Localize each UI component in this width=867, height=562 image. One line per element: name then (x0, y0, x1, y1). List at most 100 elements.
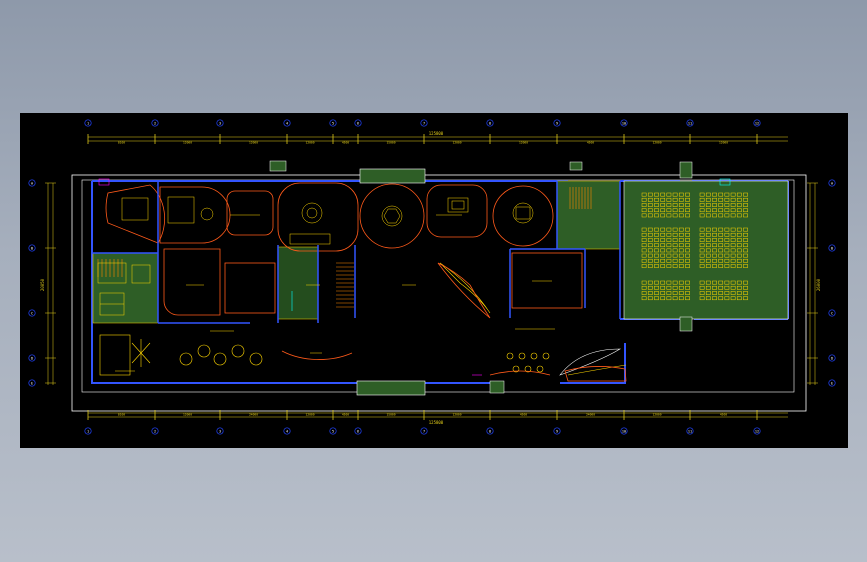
grid-bubble (828, 244, 836, 252)
right-total-dimension: 26000 (816, 278, 821, 291)
auditorium-seat (699, 248, 705, 253)
auditorium-seat (736, 203, 742, 207)
auditorium-seat (736, 238, 742, 242)
auditorium-seat (660, 258, 666, 263)
auditorium-seat (672, 238, 678, 242)
auditorium-seat (666, 285, 672, 290)
grid-bubble (28, 309, 36, 317)
auditorium-seat (705, 264, 711, 268)
auditorium-seat (712, 208, 717, 213)
auditorium-seat (641, 227, 647, 232)
entrance-canopy-bottom (356, 380, 426, 396)
grid-bubble (486, 119, 494, 127)
grid-bubble-label: C (31, 311, 33, 315)
middle-rooms (163, 248, 583, 360)
auditorium-seat (666, 227, 672, 232)
dimension-segment-label: 12000 (452, 413, 461, 417)
auditorium-seat (666, 203, 672, 207)
auditorium-seat (672, 203, 678, 207)
auditorium-seat (666, 197, 672, 202)
auditorium-seat (647, 253, 653, 258)
grid-bubble-label: E (831, 381, 833, 385)
auditorium-seat (641, 192, 647, 197)
auditorium-seat (712, 213, 717, 218)
auditorium-seat (666, 192, 672, 197)
dimension-segment-label: 8100 (118, 413, 125, 417)
auditorium-seat (672, 213, 678, 218)
grid-bubble (151, 427, 159, 435)
auditorium-seat (712, 253, 717, 258)
auditorium-seat (743, 197, 748, 202)
round-room-5 (359, 183, 425, 249)
dimension-segment-label: 12000 (249, 141, 258, 145)
dimension-segment-label: 4500 (342, 141, 349, 145)
auditorium-seat (705, 258, 711, 263)
auditorium-seat (666, 232, 672, 237)
auditorium-seat (730, 285, 736, 290)
site-boundary (71, 174, 807, 412)
auditorium-seat (685, 253, 690, 258)
grid-bubble-label: 10 (622, 121, 626, 125)
auditorium-seat (672, 192, 678, 197)
auditorium-seat (712, 280, 717, 285)
auditorium-seat (647, 208, 653, 213)
auditorium-seat (724, 253, 730, 258)
auditorium-seat (730, 296, 736, 301)
grid-bubble (84, 427, 92, 435)
auditorium-seat (685, 296, 690, 301)
auditorium-seat (654, 264, 659, 268)
auditorium-seat (743, 203, 748, 207)
grid-bubble-label: 2 (154, 121, 156, 125)
auditorium-seat (678, 197, 684, 202)
small-green-bottom-left (489, 380, 505, 394)
top-dimension-lines (88, 136, 788, 142)
auditorium-seat (641, 248, 647, 253)
auditorium-seat (685, 232, 690, 237)
auditorium-seat (654, 248, 659, 253)
auditorium-seat (724, 264, 730, 268)
auditorium-seating (641, 192, 748, 301)
auditorium-seat (666, 238, 672, 242)
auditorium-seat (712, 291, 717, 295)
auditorium-seat (712, 197, 717, 202)
auditorium-seat (672, 232, 678, 237)
grid-bubble (329, 427, 337, 435)
auditorium-seat (712, 192, 717, 197)
auditorium-seat (736, 253, 742, 258)
grid-bubble (828, 354, 836, 362)
annotation-marks (115, 214, 555, 372)
auditorium-seat (724, 227, 730, 232)
grid-bubble (151, 119, 159, 127)
grid-bubble-label: 11 (688, 429, 692, 433)
auditorium-seat (699, 208, 705, 213)
auditorium-seat (699, 203, 705, 207)
auditorium-seat (705, 213, 711, 218)
auditorium-seat (730, 197, 736, 202)
auditorium-seat (660, 296, 666, 301)
top-total-dimension: 125800 (429, 131, 444, 136)
auditorium-seat (641, 258, 647, 263)
auditorium-seat (678, 192, 684, 197)
auditorium-seat (743, 264, 748, 268)
curved-gallery (281, 350, 353, 360)
rounded-room-2 (159, 186, 231, 244)
auditorium-seat (672, 280, 678, 285)
auditorium-seat (730, 264, 736, 268)
auditorium-seat (743, 208, 748, 213)
auditorium-seat (672, 285, 678, 290)
left-core-fixtures (97, 262, 151, 316)
auditorium-seat (666, 264, 672, 268)
auditorium-seat (654, 296, 659, 301)
auditorium-seat (730, 208, 736, 213)
lounge-left (163, 248, 221, 316)
auditorium-seat (730, 248, 736, 253)
grid-bubble (354, 119, 362, 127)
auditorium-seat (647, 280, 653, 285)
auditorium-seat (685, 208, 690, 213)
auditorium-seat (718, 258, 724, 263)
auditorium-seat (724, 243, 730, 248)
auditorium-seat (736, 227, 742, 232)
